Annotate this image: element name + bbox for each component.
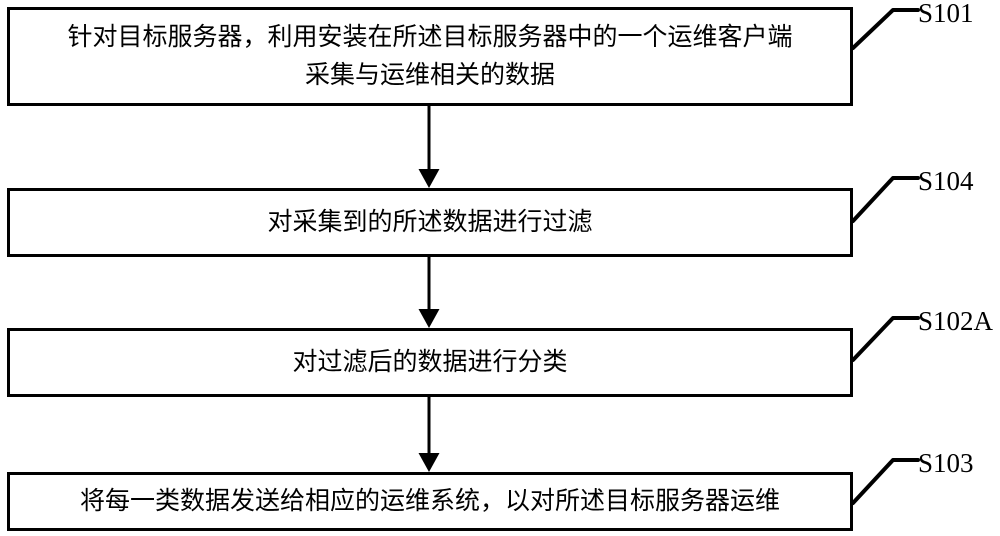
flow-step-text-s101: 针对目标服务器，利用安装在所述目标服务器中的一个运维客户端 采集与运维相关的数据 <box>67 23 793 89</box>
step-label-s103: S103 <box>918 448 974 478</box>
flow-step-box-s101[interactable]: 针对目标服务器，利用安装在所述目标服务器中的一个运维客户端 采集与运维相关的数据 <box>7 7 853 106</box>
connector-arrow-s101-to-s104 <box>418 106 440 188</box>
leader-line-s102a <box>851 316 920 362</box>
step-label-s101: S101 <box>918 0 974 28</box>
flow-step-box-s103[interactable]: 将每一类数据发送给相应的运维系统，以对所述目标服务器运维 <box>7 472 853 531</box>
step-label-s104: S104 <box>918 166 974 196</box>
flow-step-box-s104[interactable]: 对采集到的所述数据进行过滤 <box>7 188 853 257</box>
leader-line-s101 <box>851 8 920 50</box>
flow-step-box-s102a[interactable]: 对过滤后的数据进行分类 <box>7 328 853 397</box>
connector-arrow-s102a-to-s103 <box>418 397 440 472</box>
flow-step-text-s104: 对采集到的所述数据进行过滤 <box>267 208 593 236</box>
leader-line-s103 <box>851 458 920 505</box>
step-label-s102a: S102A <box>918 306 994 336</box>
flow-step-text-s102a: 对过滤后的数据进行分类 <box>292 348 568 376</box>
flow-step-text-s103: 将每一类数据发送给相应的运维系统，以对所述目标服务器运维 <box>79 487 780 515</box>
connector-arrow-s104-to-s102a <box>418 257 440 328</box>
leader-line-s104 <box>851 176 920 223</box>
